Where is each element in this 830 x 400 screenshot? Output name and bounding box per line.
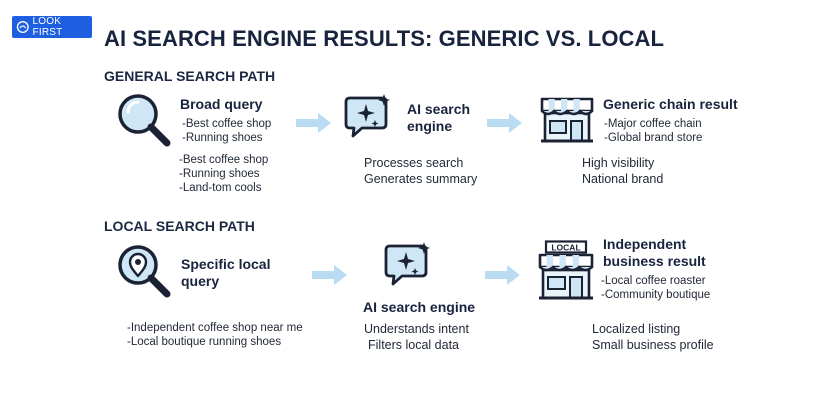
logo-icon [16,21,29,33]
ai-chat-sparkle-icon [384,242,430,286]
generic-chain-example: -Global brand store [604,132,703,144]
local-query-detail: -Local boutique running shoes [127,336,282,348]
page-title: AI SEARCH ENGINE RESULTS: GENERIC VS. LO… [104,26,665,51]
broad-query-example: -Running shoes [182,132,263,144]
general-engine-detail: Processes search [364,156,464,170]
look-first-logo: LOOK FIRST [12,16,92,38]
broad-query-details: -Best coffee shop -Running shoes -Land-t… [179,153,268,195]
local-engine-title: AI search engine [363,299,476,315]
general-engine-detail: Generates summary [364,172,478,186]
general-engine-details: Processes search Generates summary [364,155,477,187]
storefront-icon [540,97,594,143]
general-engine-title: AI search engine [407,101,471,134]
ai-chat-sparkle-icon [344,94,390,138]
location-magnifier-icon [118,245,171,298]
local-query-details: -Independent coffee shop near me -Local … [127,321,303,349]
generic-chain-detail: High visibility [582,156,655,170]
broad-query-detail: -Running shoes [179,168,260,180]
magnifier-icon [118,94,171,147]
local-engine-details: Understands intent Filters local data [364,321,469,353]
arrow-right-icon [296,113,331,133]
local-engine-detail: Filters local data [368,338,460,352]
store-sign-text: LOCAL [551,243,580,253]
arrow-right-icon [312,265,347,285]
local-query-detail: -Independent coffee shop near me [127,322,303,334]
generic-chain-example: -Major coffee chain [604,118,702,130]
independent-business-examples: -Local coffee roaster -Community boutiqu… [601,274,710,302]
independent-business-title: Independent business result [603,236,706,269]
independent-business-example: -Local coffee roaster [601,275,706,287]
logo-text: LOOK FIRST [32,16,63,38]
generic-chain-details: High visibility National brand [582,155,663,187]
generic-chain-title: Generic chain result [603,96,738,112]
local-query-title: Specific local query [181,256,271,289]
broad-query-title: Broad query [180,96,263,112]
broad-query-examples: -Best coffee shop -Running shoes [182,117,271,145]
generic-chain-examples: -Major coffee chain -Global brand store [604,117,702,145]
broad-query-example: -Best coffee shop [182,118,272,130]
local-storefront-icon: LOCAL [538,240,594,300]
independent-business-example: -Community boutique [601,289,711,301]
local-engine-detail: Understands intent [364,322,469,336]
independent-business-details: Localized listing Small business profile [592,321,714,353]
independent-business-detail: Small business profile [592,338,714,352]
independent-business-detail: Localized listing [592,322,681,336]
arrow-right-icon [487,113,522,133]
general-section-label: GENERAL SEARCH PATH [104,68,276,84]
broad-query-detail: -Land-tom cools [179,182,262,194]
local-section-label: LOCAL SEARCH PATH [104,218,255,234]
generic-chain-detail: National brand [582,172,664,186]
arrow-right-icon [485,265,520,285]
broad-query-detail: -Best coffee shop [179,154,269,166]
